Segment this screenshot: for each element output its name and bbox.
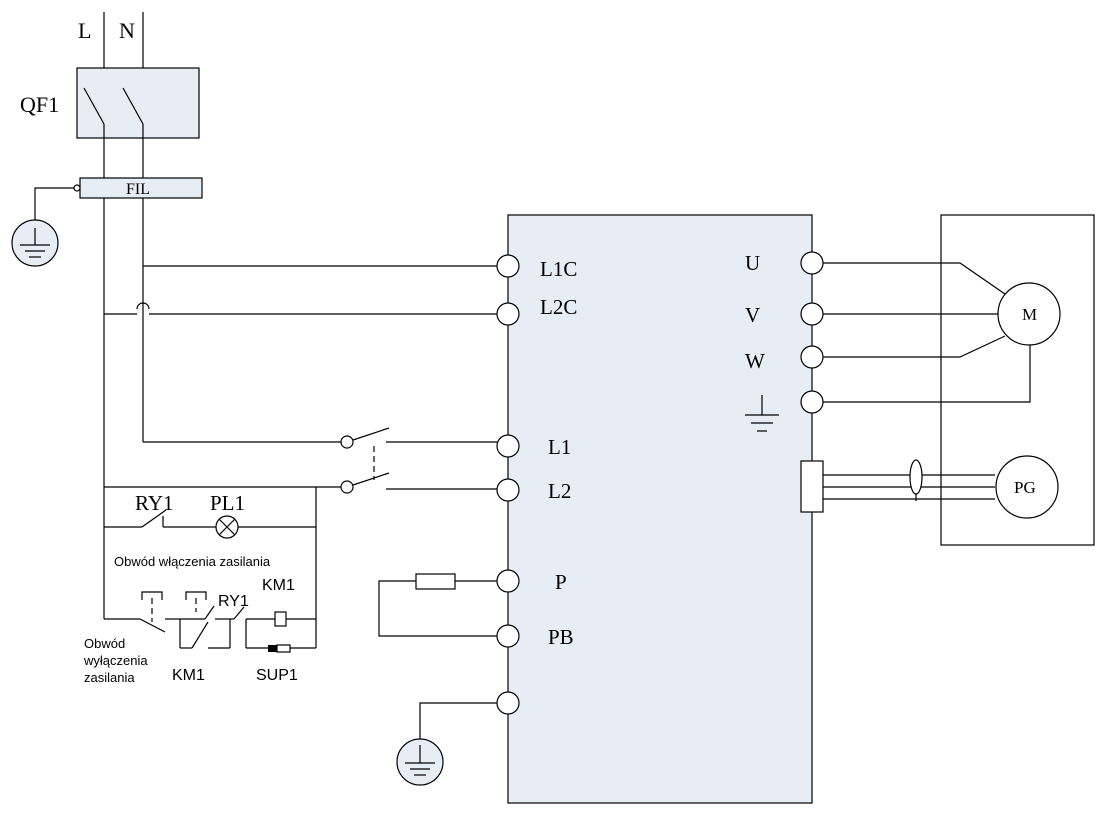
- label-power-off-circuit-3: zasilania: [84, 670, 135, 685]
- label-ry1-bottom: RY1: [218, 593, 249, 610]
- terminal-pb: [496, 624, 520, 648]
- motor-enclosure: M PG: [823, 214, 1095, 546]
- encoder-icon: PG: [995, 455, 1059, 519]
- label-l: L: [78, 18, 91, 43]
- coil-km1-icon: [274, 611, 287, 627]
- terminal-u: [800, 251, 824, 275]
- label-u: U: [745, 251, 760, 275]
- ground-bottom-icon: [396, 702, 497, 786]
- filter-fil: FIL: [34, 177, 203, 228]
- drive-unit: L1C L2C L1 L2 P PB U V W: [496, 214, 824, 804]
- terminal-l2c: [496, 302, 520, 326]
- label-sup1: SUP1: [256, 667, 298, 684]
- supply-wiring: [103, 198, 497, 619]
- label-pb: PB: [548, 625, 574, 649]
- motor-icon: M: [997, 282, 1061, 346]
- label-km1-top: KM1: [262, 577, 295, 594]
- terminal-pe: [800, 390, 824, 414]
- terminal-p: [496, 569, 520, 593]
- terminal-l2: [496, 478, 520, 502]
- label-l2c: L2C: [540, 295, 577, 319]
- label-km1-bottom: KM1: [172, 667, 205, 684]
- label-p: P: [555, 570, 567, 594]
- label-power-on-circuit: Obwód włączenia zasilania: [114, 554, 271, 569]
- label-w: W: [745, 349, 765, 373]
- on-button-icon: [185, 591, 207, 612]
- encoder-connector: [800, 460, 824, 513]
- main-contactor-km1-contacts: [340, 427, 497, 494]
- control-circuit: RY1 PL1 Obwód włączenia zasilania RY1: [83, 487, 317, 685]
- ground-icon: [11, 219, 59, 267]
- label-n: N: [119, 18, 135, 43]
- label-l1: L1: [548, 435, 571, 459]
- off-button-icon: [141, 591, 163, 622]
- label-qf1: QF1: [20, 92, 59, 117]
- label-pl1: PL1: [210, 491, 245, 515]
- label-pg: PG: [1014, 478, 1036, 497]
- label-power-off-circuit-2: wyłączenia: [83, 653, 148, 668]
- shield-icon: [909, 459, 923, 495]
- terminal-l1c: [496, 254, 520, 278]
- label-l2: L2: [548, 479, 571, 503]
- supply-lines: L N: [78, 12, 144, 92]
- suppressor-sup1-icon: [268, 645, 277, 652]
- pe-ground-icon: [745, 395, 779, 432]
- resistor-icon: [415, 573, 456, 590]
- label-fil: FIL: [126, 181, 150, 198]
- drive-body: [507, 214, 813, 804]
- terminal-l1: [496, 434, 520, 458]
- label-l1c: L1C: [540, 257, 577, 281]
- label-ry1-top: RY1: [135, 491, 174, 515]
- label-power-off-circuit-1: Obwód: [84, 636, 125, 651]
- terminal-v: [800, 302, 824, 326]
- lamp-icon: [215, 515, 239, 539]
- breaker-qf1-box: [76, 67, 200, 139]
- braking-resistor: [378, 573, 497, 637]
- label-v: V: [745, 303, 760, 327]
- breaker-qf1: QF1: [20, 67, 200, 178]
- terminal-w: [800, 345, 824, 369]
- terminal-ground: [496, 691, 520, 715]
- label-m: M: [1022, 305, 1037, 324]
